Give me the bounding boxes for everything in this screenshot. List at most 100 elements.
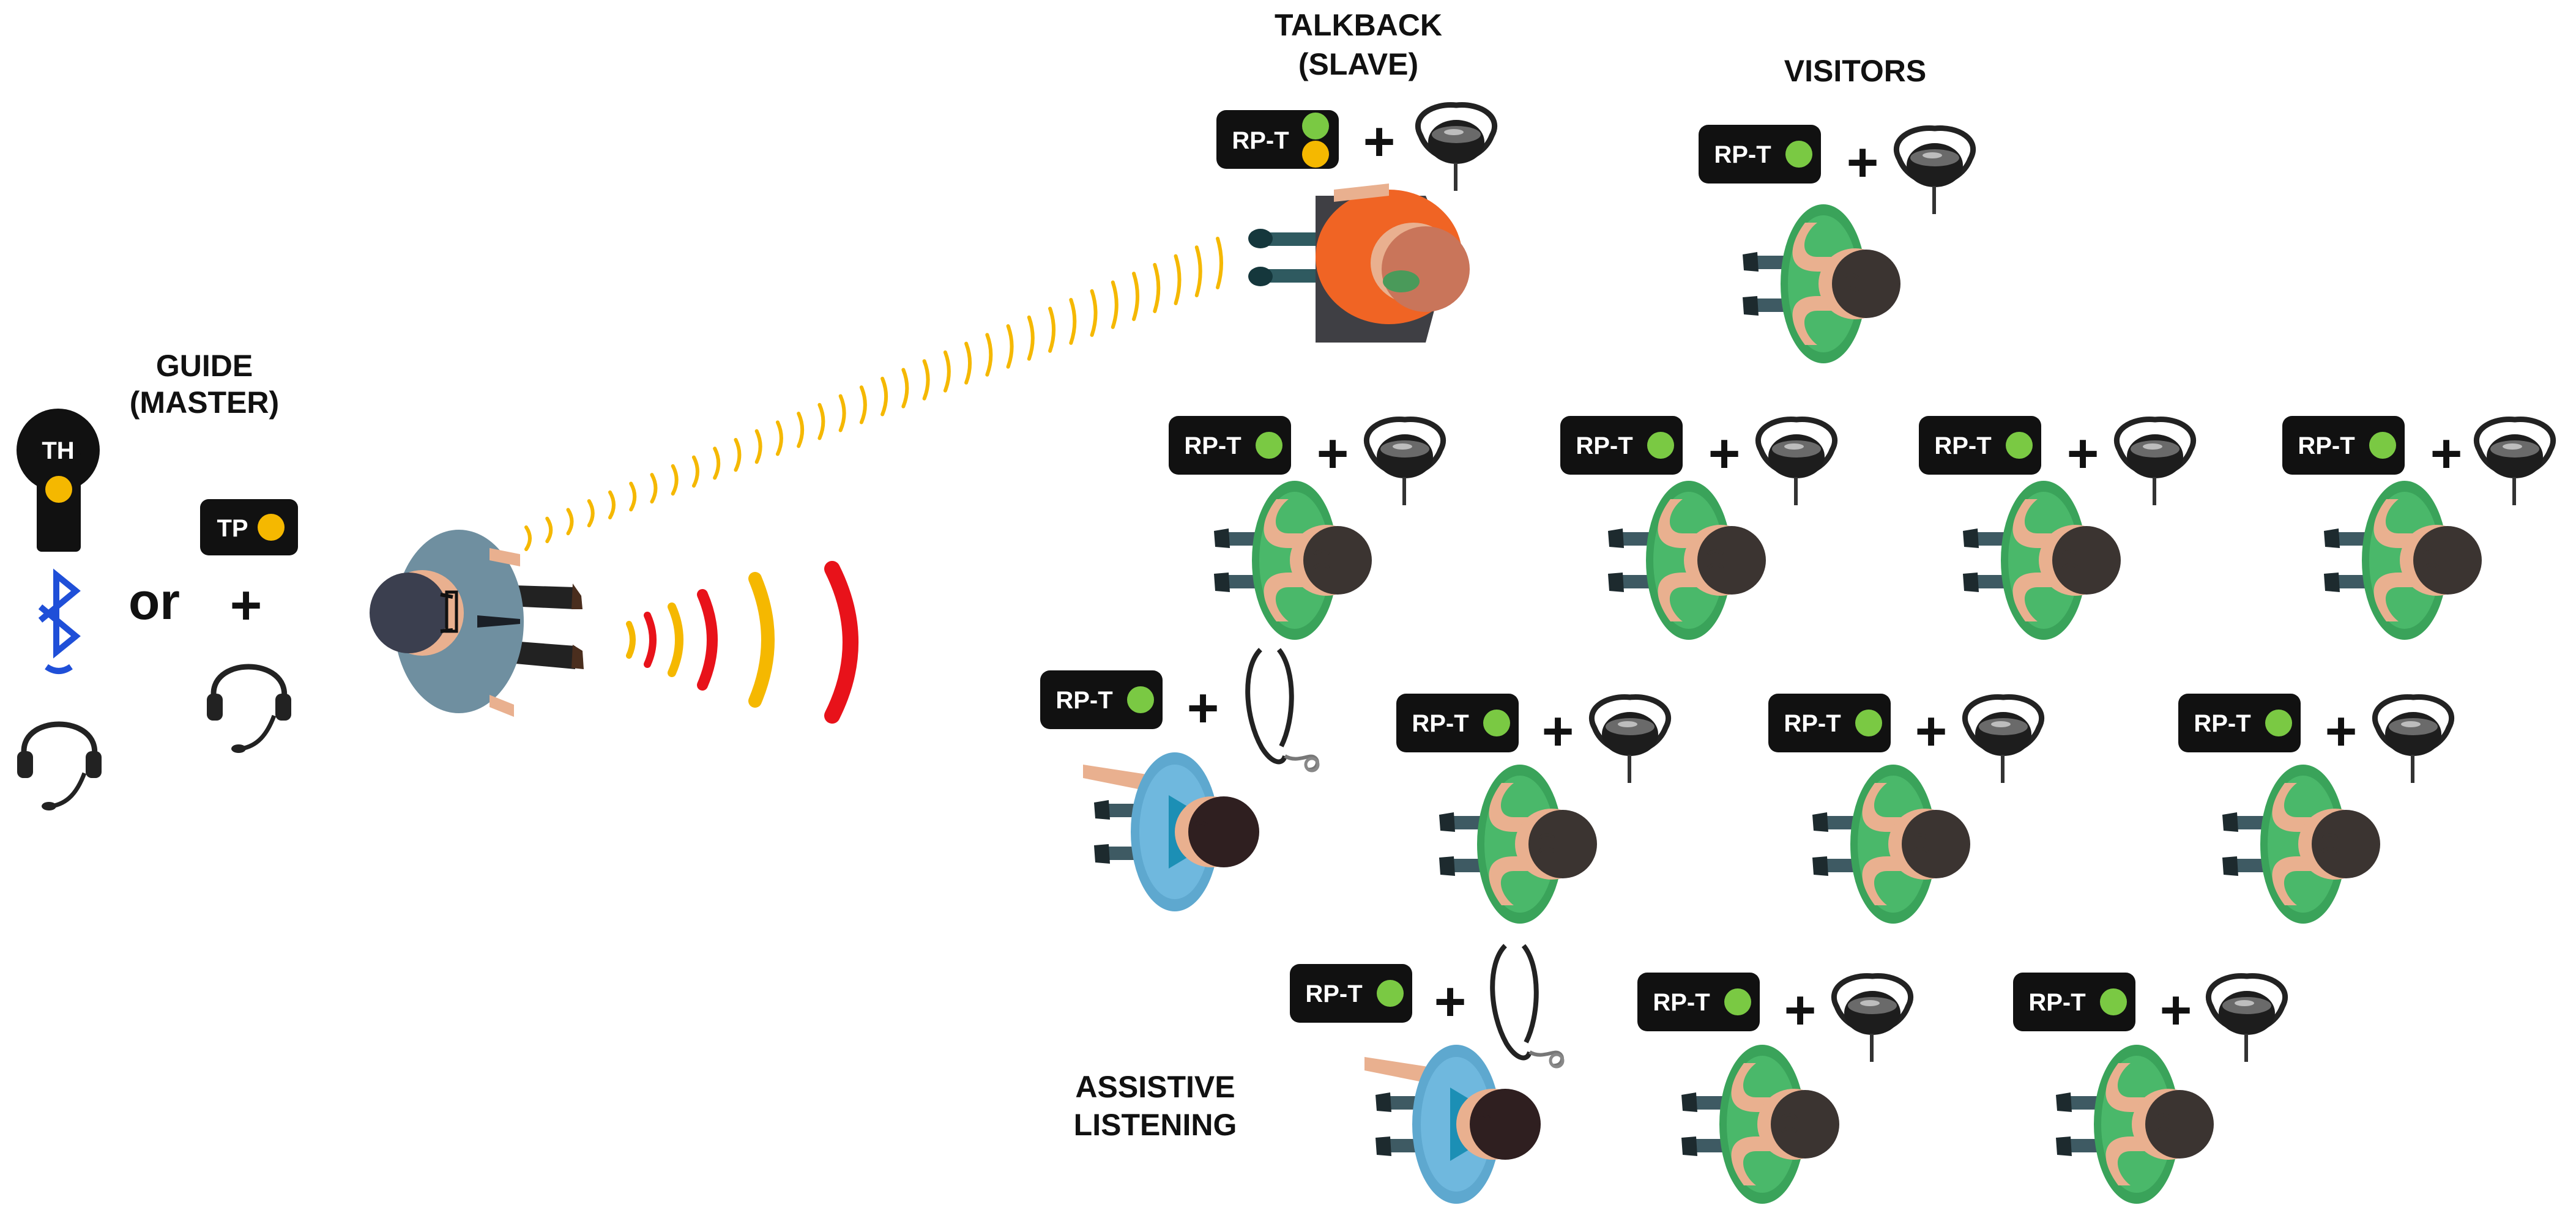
talkback-wave-arc (566, 508, 574, 536)
earhook-icon-v6 (1591, 697, 1668, 783)
talkback-wave-arc (1132, 272, 1139, 321)
rpt-label-v2: RP-T (1184, 432, 1241, 459)
tp-label: TP (217, 515, 248, 542)
transmit-wave-arcs (626, 561, 858, 724)
talkback-wave-arc (671, 464, 679, 496)
visitor-person-3 (1608, 481, 1766, 640)
talkback-wave-arc (797, 412, 805, 448)
rpt-label-v3: RP-T (1576, 432, 1632, 459)
earhook-icon-talkback (1418, 105, 1494, 191)
assistive-label-line1: ASSISTIVE (1075, 1070, 1235, 1104)
plus-sign-talkback: + (1363, 111, 1396, 172)
assistive-label-line2: LISTENING (1074, 1108, 1237, 1142)
rpt-label-v4: RP-T (1934, 432, 1991, 459)
plus-sign-v4: + (2067, 423, 2099, 484)
assistive-person-1 (1083, 752, 1259, 911)
talkback-wave-arc (754, 429, 762, 464)
plus-sign-v7: + (1915, 701, 1948, 762)
rpt-label-v8: RP-T (2194, 710, 2250, 737)
guide-label-line2: (MASTER) (130, 385, 279, 420)
talkback-label-line2: (SLAVE) (1298, 47, 1418, 81)
talkback-wave-arc (880, 376, 888, 417)
talkback-wave-arc (587, 499, 595, 528)
visitor-person-1 (1743, 204, 1900, 363)
rpt-label-v7: RP-T (1784, 710, 1841, 737)
visitor-person-8 (2222, 765, 2380, 924)
rpt-label-v10: RP-T (2028, 989, 2085, 1016)
talkback-wave-arc (1216, 237, 1223, 289)
talkback-wave-arc (859, 385, 867, 424)
talkback-wave-arc (775, 420, 783, 456)
talkback-wave-arc (650, 473, 658, 504)
headset-icon (17, 724, 102, 810)
guide-person (370, 530, 584, 717)
talkback-wave-arc (713, 447, 721, 480)
talkback-wave-arc (943, 350, 951, 393)
talkback-wave-arc (545, 516, 553, 544)
talkback-wave-arc (964, 341, 972, 385)
talkback-wave-arc (817, 402, 825, 440)
talkback-label-line1: TALKBACK (1275, 8, 1442, 42)
plus-sign-v3: + (1708, 423, 1741, 484)
earhook-icon-v2 (1366, 420, 1443, 505)
visitor-person-10 (2056, 1045, 2214, 1204)
earhook-icon-v4 (2116, 420, 2193, 505)
visitor-person-2 (1214, 481, 1372, 640)
talkback-wave-arc (1194, 245, 1202, 297)
talkback-wave-arc (1048, 306, 1055, 353)
plus-sign-v5: + (2430, 423, 2463, 484)
earhook-icon-v7 (1965, 697, 2041, 783)
talkback-wave-arc (691, 455, 699, 488)
talkback-wave-arc (1006, 324, 1014, 369)
plus-sign-guide: + (230, 575, 262, 636)
plus-sign-a1: + (1187, 678, 1219, 739)
visitor-person-9 (1681, 1045, 1839, 1204)
assistive-person-2 (1364, 1045, 1541, 1204)
earhook-icon-v8 (2375, 697, 2451, 783)
neckloop-icon-a2 (1492, 946, 1563, 1067)
plus-sign-v1: + (1847, 132, 1879, 193)
earhook-icon-v5 (2476, 420, 2553, 505)
plus-sign-a2: + (1434, 971, 1467, 1032)
plus-sign-v8: + (2325, 701, 2358, 762)
earhook-icon-v9 (1834, 976, 1910, 1062)
earhook-icon-v10 (2208, 976, 2285, 1062)
rpt-label-a1: RP-T (1055, 687, 1112, 714)
plus-sign-v9: + (1784, 980, 1817, 1041)
plus-sign-v10: + (2160, 980, 2192, 1041)
th-label: TH (42, 437, 74, 464)
tp-transmitter-icon (200, 499, 298, 555)
talkback-wave-arc (1069, 298, 1077, 345)
talkback-person (1248, 184, 1470, 343)
talkback-wave-arc (608, 490, 616, 520)
visitors-label: VISITORS (1784, 54, 1926, 88)
talkback-link-waves (524, 237, 1223, 551)
plus-sign-v6: + (1542, 701, 1574, 762)
visitor-person-6 (1439, 765, 1597, 924)
rpt-label-talkback: RP-T (1232, 127, 1289, 154)
earhook-icon-v3 (1758, 420, 1834, 505)
bluetooth-icon (38, 568, 81, 674)
th-transmitter-icon (17, 409, 100, 552)
neckloop-icon-a1 (1248, 650, 1318, 771)
rpt-label-v1: RP-T (1714, 141, 1771, 168)
rpt-label-v6: RP-T (1412, 710, 1469, 737)
headset-icon-guide (207, 667, 291, 753)
talkback-wave-arc (901, 368, 909, 409)
talkback-wave-arc (1153, 262, 1161, 313)
talkback-wave-arc (524, 525, 532, 551)
talkback-wave-arc (1027, 315, 1035, 361)
talkback-wave-arc (838, 394, 846, 432)
earhook-icon-v1 (1896, 128, 1973, 214)
rpt-label-v5: RP-T (2298, 432, 2355, 459)
visitor-person-5 (2324, 481, 2482, 640)
talkback-wave-arc (734, 437, 742, 472)
talkback-wave-arc (985, 333, 993, 377)
rpt-label-v9: RP-T (1653, 989, 1710, 1016)
talkback-wave-arc (629, 481, 637, 512)
talkback-wave-arc (1111, 280, 1119, 329)
or-label: or (128, 573, 180, 630)
guide-label-line1: GUIDE (156, 349, 253, 383)
talkback-wave-arc (1090, 289, 1098, 337)
